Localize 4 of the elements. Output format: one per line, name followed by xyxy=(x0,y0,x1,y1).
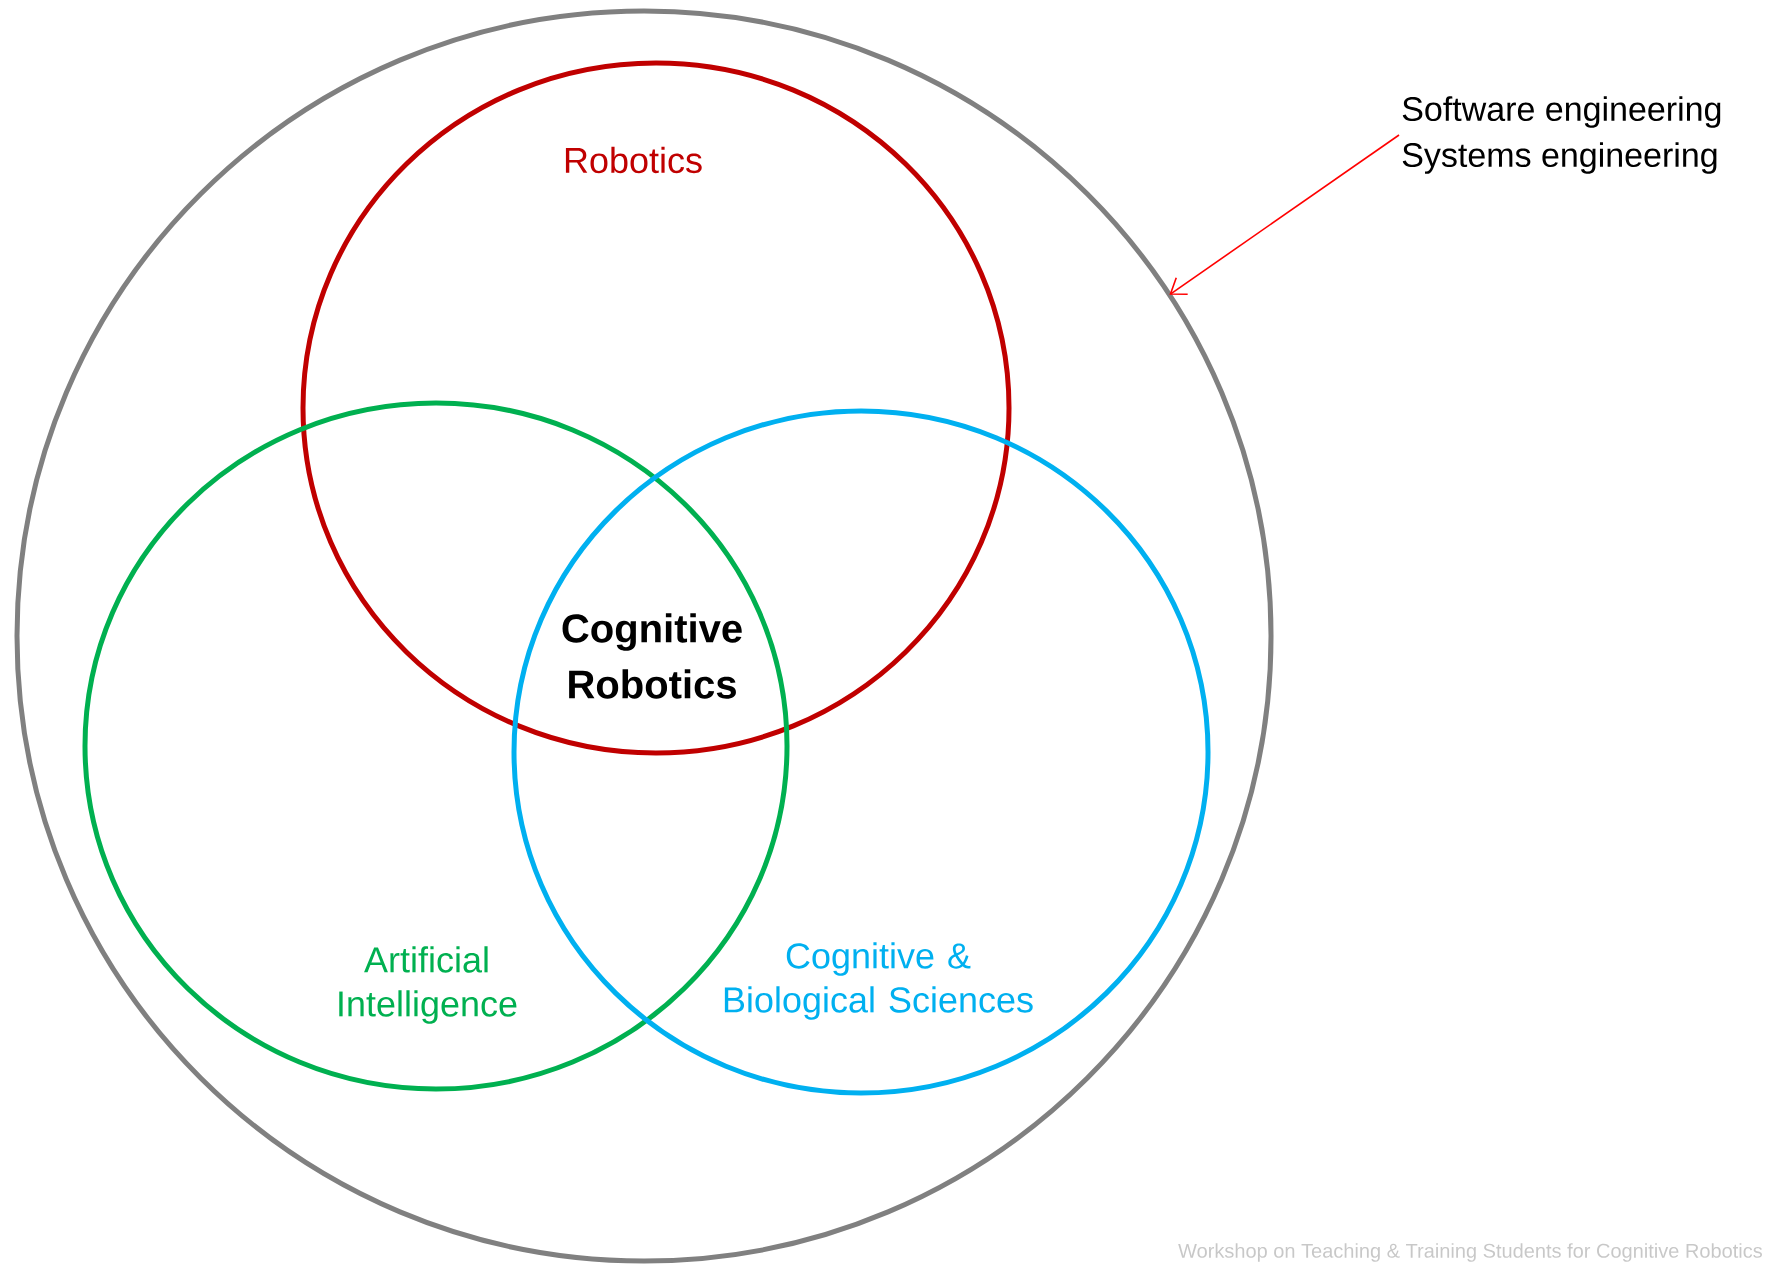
callout-text: Software engineering Systems engineering xyxy=(1402,96,1721,174)
center-label: Cognitive Robotics xyxy=(562,613,742,699)
arrow xyxy=(1169,134,1400,296)
outer-circle xyxy=(14,8,1274,1264)
